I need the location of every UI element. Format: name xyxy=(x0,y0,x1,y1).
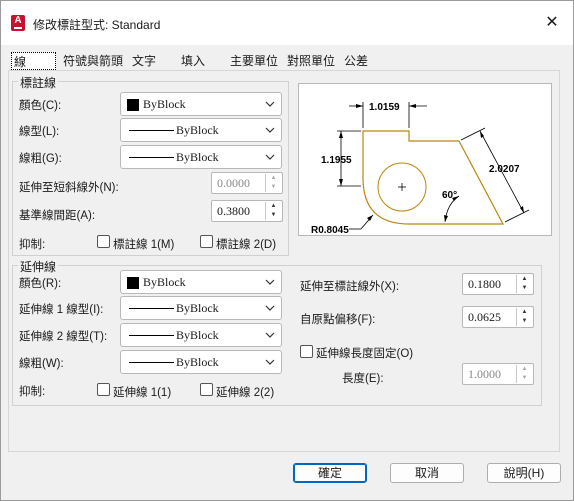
linetype-sample xyxy=(129,308,174,309)
dim-lines-group xyxy=(12,81,289,256)
lineweight-sample xyxy=(129,362,174,363)
dim-color-value: ByBlock xyxy=(143,97,186,111)
dim-lines-group-label: 標註線 xyxy=(18,74,59,91)
ext-lt1-value: ByBlock xyxy=(176,301,219,315)
preview-circle xyxy=(377,162,427,212)
suppress-dim-line2-label[interactable]: 標註線 2(D) xyxy=(216,239,277,251)
spinner-arrows[interactable]: ▲▼ xyxy=(516,275,532,293)
extend-ticks-spinner: 0.0000 ▲▼ xyxy=(211,172,283,194)
tab-alternate-units[interactable]: 對照單位 xyxy=(287,54,336,68)
length-label: 長度(E): xyxy=(342,373,384,385)
suppress-ext-line2-checkbox[interactable] xyxy=(200,383,213,396)
dim-lineweight-label: 線粗(G): xyxy=(19,153,62,165)
origin-offset-label: 自原點偏移(F): xyxy=(300,314,376,326)
dim-linetype-combo[interactable]: ByBlock xyxy=(120,118,282,142)
tab-lines[interactable]: 線 xyxy=(11,52,56,70)
ext-color-label: 顏色(R): xyxy=(19,278,62,290)
extend-ticks-label: 延伸至短斜線外(N): xyxy=(19,182,119,194)
ext-color-value: ByBlock xyxy=(143,275,186,289)
suppress-dim-line2-checkbox[interactable] xyxy=(200,235,213,248)
ext-lines-group xyxy=(12,265,542,406)
dim-color-combo[interactable]: ByBlock xyxy=(120,92,282,116)
chevron-down-icon xyxy=(265,127,275,133)
preview-angle: 60° xyxy=(442,190,457,201)
spinner-arrows[interactable]: ▲▼ xyxy=(265,202,281,220)
suppress-ext-line2-label[interactable]: 延伸線 2(2) xyxy=(216,387,275,399)
extend-beyond-value: 0.1800 xyxy=(468,277,501,291)
dim-linetype-value: ByBlock xyxy=(176,123,219,137)
ext-lt1-combo[interactable]: ByBlock xyxy=(120,296,282,320)
spinner-arrows[interactable]: ▲▼ xyxy=(516,308,532,326)
dimension-preview-drawing: 1.0159 1.1955 2.0207 60° R0.8045 xyxy=(311,102,530,236)
chevron-down-icon xyxy=(265,154,275,160)
tab-strip xyxy=(1,45,573,71)
preview-dim-top: 1.0159 xyxy=(369,102,400,113)
suppress-dim-line1-checkbox[interactable] xyxy=(97,235,110,248)
spinner-arrows: ▲▼ xyxy=(265,174,281,192)
ext-suppress-label: 抑制: xyxy=(19,386,46,398)
chevron-down-icon xyxy=(265,305,275,311)
baseline-spacing-spinner[interactable]: 0.3800 ▲▼ xyxy=(211,200,283,222)
tab-text[interactable]: 文字 xyxy=(132,54,157,68)
dim-lineweight-value: ByBlock xyxy=(176,150,219,164)
spinner-arrows: ▲▼ xyxy=(516,365,532,383)
lineweight-sample xyxy=(129,157,174,158)
ext-color-combo[interactable]: ByBlock xyxy=(120,270,282,294)
ok-button[interactable]: 確定 xyxy=(293,463,367,483)
tab-fit[interactable]: 填入 xyxy=(181,54,206,68)
chevron-down-icon xyxy=(265,279,275,285)
close-icon[interactable]: ✕ xyxy=(545,14,559,31)
ext-lt2-value: ByBlock xyxy=(176,328,219,342)
chevron-down-icon xyxy=(265,359,275,365)
dim-suppress-label: 抑制: xyxy=(19,239,46,251)
preview-dim-left: 1.1955 xyxy=(321,155,352,166)
linetype-sample xyxy=(129,335,174,336)
preview-shape xyxy=(362,130,504,225)
fixed-length-checkbox[interactable] xyxy=(300,345,313,358)
preview-panel: 1.0159 1.1955 2.0207 60° R0.8045 xyxy=(298,83,552,236)
help-button[interactable]: 說明(H) xyxy=(487,463,561,483)
chevron-down-icon xyxy=(265,332,275,338)
dim-linetype-label: 線型(L): xyxy=(19,126,60,138)
ext-lt2-combo[interactable]: ByBlock xyxy=(120,323,282,347)
origin-offset-value: 0.0625 xyxy=(468,310,501,324)
color-swatch xyxy=(127,277,139,289)
ext-lt1-label: 延伸線 1 線型(I): xyxy=(19,304,104,316)
ext-lt2-label: 延伸線 2 線型(T): xyxy=(19,331,108,343)
length-spinner: 1.0000 ▲▼ xyxy=(462,363,534,385)
tab-primary-units[interactable]: 主要單位 xyxy=(230,54,279,68)
autocad-app-icon: A xyxy=(11,15,25,31)
origin-offset-spinner[interactable]: 0.0625 ▲▼ xyxy=(462,306,534,328)
ext-lineweight-value: ByBlock xyxy=(176,355,219,369)
preview-dim-right: 2.0207 xyxy=(489,164,520,175)
dim-color-label: 顏色(C): xyxy=(19,100,62,112)
window-title: 修改標註型式: Standard xyxy=(33,18,161,32)
chevron-down-icon xyxy=(265,101,275,107)
baseline-spacing-label: 基準線間距(A): xyxy=(19,210,96,222)
title-bar: A 修改標註型式: Standard ✕ xyxy=(1,1,573,45)
suppress-dim-line1-label[interactable]: 標註線 1(M) xyxy=(113,239,175,251)
tab-symbols-arrows[interactable]: 符號與箭頭 xyxy=(63,54,124,68)
dim-lineweight-combo[interactable]: ByBlock xyxy=(120,145,282,169)
fixed-length-label[interactable]: 延伸線長度固定(O) xyxy=(316,348,414,360)
linetype-sample xyxy=(129,130,174,131)
ext-lineweight-combo[interactable]: ByBlock xyxy=(120,350,282,374)
baseline-spacing-value: 0.3800 xyxy=(217,204,250,218)
extend-ticks-value: 0.0000 xyxy=(217,176,250,190)
ext-lines-group-label: 延伸線 xyxy=(18,258,59,275)
suppress-ext-line1-checkbox[interactable] xyxy=(97,383,110,396)
color-swatch xyxy=(127,99,139,111)
preview-radius: R0.8045 xyxy=(311,225,349,236)
tab-tolerances[interactable]: 公差 xyxy=(344,54,369,68)
extend-beyond-spinner[interactable]: 0.1800 ▲▼ xyxy=(462,273,534,295)
cancel-button[interactable]: 取消 xyxy=(390,463,464,483)
extend-beyond-label: 延伸至標註線外(X): xyxy=(300,281,400,293)
suppress-ext-line1-label[interactable]: 延伸線 1(1) xyxy=(113,387,172,399)
length-value: 1.0000 xyxy=(468,367,501,381)
ext-lineweight-label: 線粗(W): xyxy=(19,358,64,370)
